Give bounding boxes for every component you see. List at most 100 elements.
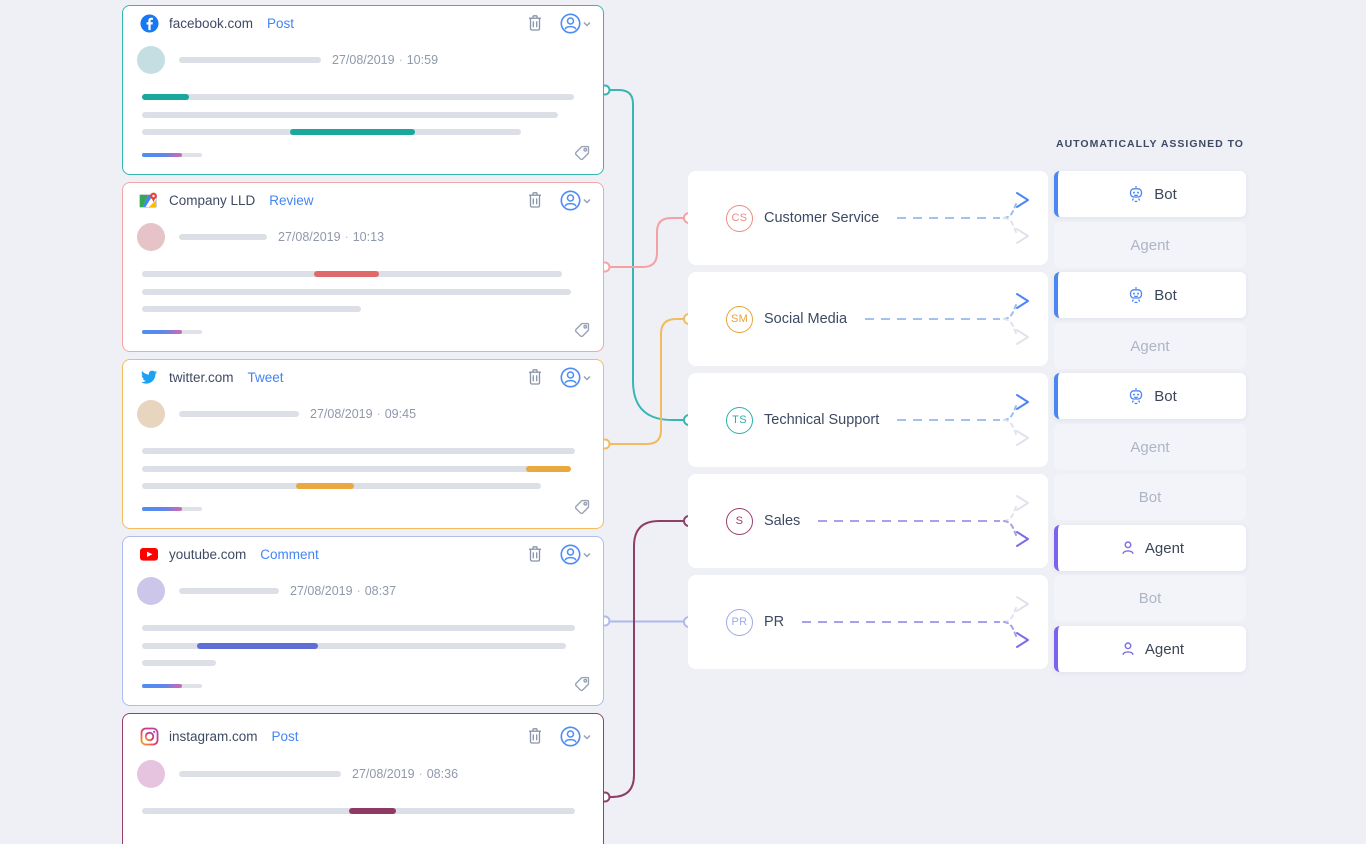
category-label: Technical Support — [764, 412, 880, 428]
assignment-cell-bot-active[interactable]: Bot — [1054, 171, 1246, 217]
assignment-label: Bot — [1154, 286, 1177, 304]
trash-icon[interactable] — [527, 14, 543, 32]
assign-user-icon[interactable] — [559, 12, 591, 35]
person-icon — [1120, 540, 1136, 556]
category-badge: SM — [726, 305, 753, 333]
assign-user-icon[interactable] — [559, 189, 591, 212]
timestamp: 27/08/2019·08:36 — [352, 767, 459, 781]
timestamp: 27/08/2019·10:59 — [332, 53, 439, 67]
reaction-placeholder — [142, 153, 202, 157]
chevron-down-icon — [583, 198, 591, 204]
card-source: twitter.com — [169, 369, 234, 385]
category-badge: CS — [726, 204, 753, 232]
routing-fork — [1003, 596, 1029, 648]
assignment-label: Agent — [1144, 640, 1185, 658]
instagram-icon — [139, 726, 159, 746]
routing-fork — [1003, 495, 1029, 547]
avatar — [137, 760, 165, 788]
assignment-label: Bot — [1154, 387, 1177, 405]
post-card-company-lld: Company LLD Review 27/08/2019·10:13 — [122, 182, 604, 352]
tag-icon[interactable] — [573, 144, 591, 162]
post-type-link[interactable]: Review — [269, 192, 314, 208]
category-row-sales: S Sales — [688, 474, 1048, 568]
connector-company-customer-service — [605, 217, 683, 268]
category-badge: TS — [726, 406, 753, 434]
text-placeholder-lines — [142, 448, 575, 501]
assignment-label: Bot — [1138, 488, 1162, 506]
category-label: Customer Service — [764, 210, 880, 226]
trash-icon[interactable] — [527, 545, 543, 563]
post-type-link[interactable]: Tweet — [247, 369, 284, 385]
facebook-icon — [139, 13, 159, 33]
assignment-cell-bot-active[interactable]: Bot — [1054, 272, 1246, 318]
assign-user-icon[interactable] — [559, 725, 591, 748]
robot-icon — [1127, 387, 1145, 405]
assignment-label: Agent — [1130, 337, 1170, 355]
category-row-social-media: SM Social Media — [688, 272, 1048, 366]
routing-dash-line — [897, 217, 1000, 219]
assigned-to-header: AUTOMATICALLY ASSIGNED TO — [1056, 138, 1244, 150]
trash-icon[interactable] — [527, 727, 543, 745]
tag-icon[interactable] — [573, 675, 591, 693]
routing-fork — [1003, 192, 1029, 244]
routing-dash-line — [865, 318, 1000, 320]
assignment-label: Agent — [1130, 236, 1170, 254]
category-label: Social Media — [764, 311, 848, 327]
routing-fork — [1003, 293, 1029, 345]
category-badge: PR — [726, 608, 753, 636]
assignment-cell-agent-inactive[interactable]: Agent — [1054, 424, 1246, 470]
routing-dash-line — [897, 419, 1000, 421]
reaction-placeholder — [142, 507, 202, 511]
youtube-icon — [139, 544, 159, 564]
assignment-cell-agent-active[interactable]: Agent — [1054, 626, 1246, 672]
chevron-down-icon — [583, 734, 591, 740]
routing-fork — [1003, 394, 1029, 446]
timestamp: 27/08/2019·10:13 — [278, 230, 385, 244]
assignment-label: Bot — [1138, 589, 1162, 607]
assignment-cell-bot-inactive[interactable]: Bot — [1054, 575, 1246, 621]
category-row-pr: PR PR — [688, 575, 1048, 669]
chevron-down-icon — [583, 552, 591, 558]
connector-instagram-sales — [605, 520, 683, 798]
card-source: instagram.com — [169, 728, 258, 744]
category-row-customer-service: CS Customer Service — [688, 171, 1048, 265]
twitter-icon — [139, 367, 159, 387]
avatar — [137, 46, 165, 74]
post-card-youtube: youtube.com Comment 27/08/2019·08:37 — [122, 536, 604, 706]
post-card-facebook: facebook.com Post 27/08/2019·10:59 — [122, 5, 604, 175]
text-placeholder-lines — [142, 271, 571, 324]
avatar — [137, 577, 165, 605]
assign-user-icon[interactable] — [559, 366, 591, 389]
post-type-link[interactable]: Comment — [260, 546, 319, 562]
text-placeholder-lines — [142, 94, 574, 147]
reaction-placeholder — [142, 684, 202, 688]
author-placeholder — [179, 411, 299, 417]
assignment-cell-agent-inactive[interactable]: Agent — [1054, 222, 1246, 268]
post-type-link[interactable]: Post — [267, 15, 295, 31]
chevron-down-icon — [583, 375, 591, 381]
trash-icon[interactable] — [527, 368, 543, 386]
text-placeholder-lines — [142, 625, 575, 678]
google-maps-icon — [139, 190, 159, 210]
assignment-cell-agent-inactive[interactable]: Agent — [1054, 323, 1246, 369]
assignment-label: Bot — [1154, 185, 1177, 203]
tag-icon[interactable] — [573, 321, 591, 339]
post-card-twitter: twitter.com Tweet 27/08/2019·09:45 — [122, 359, 604, 529]
timestamp: 27/08/2019·09:45 — [310, 407, 417, 421]
assignment-label: Agent — [1130, 438, 1170, 456]
timestamp: 27/08/2019·08:37 — [290, 584, 397, 598]
card-source: Company LLD — [169, 192, 256, 208]
assignment-cell-bot-active[interactable]: Bot — [1054, 373, 1246, 419]
post-type-link[interactable]: Post — [271, 728, 299, 744]
card-source: youtube.com — [169, 546, 247, 562]
chevron-down-icon — [583, 21, 591, 27]
assign-user-icon[interactable] — [559, 543, 591, 566]
category-label: PR — [764, 614, 785, 630]
trash-icon[interactable] — [527, 191, 543, 209]
assignment-cell-bot-inactive[interactable]: Bot — [1054, 474, 1246, 520]
reaction-placeholder — [142, 330, 202, 334]
text-placeholder-lines — [142, 808, 575, 826]
tag-icon[interactable] — [573, 498, 591, 516]
assignment-cell-agent-active[interactable]: Agent — [1054, 525, 1246, 571]
